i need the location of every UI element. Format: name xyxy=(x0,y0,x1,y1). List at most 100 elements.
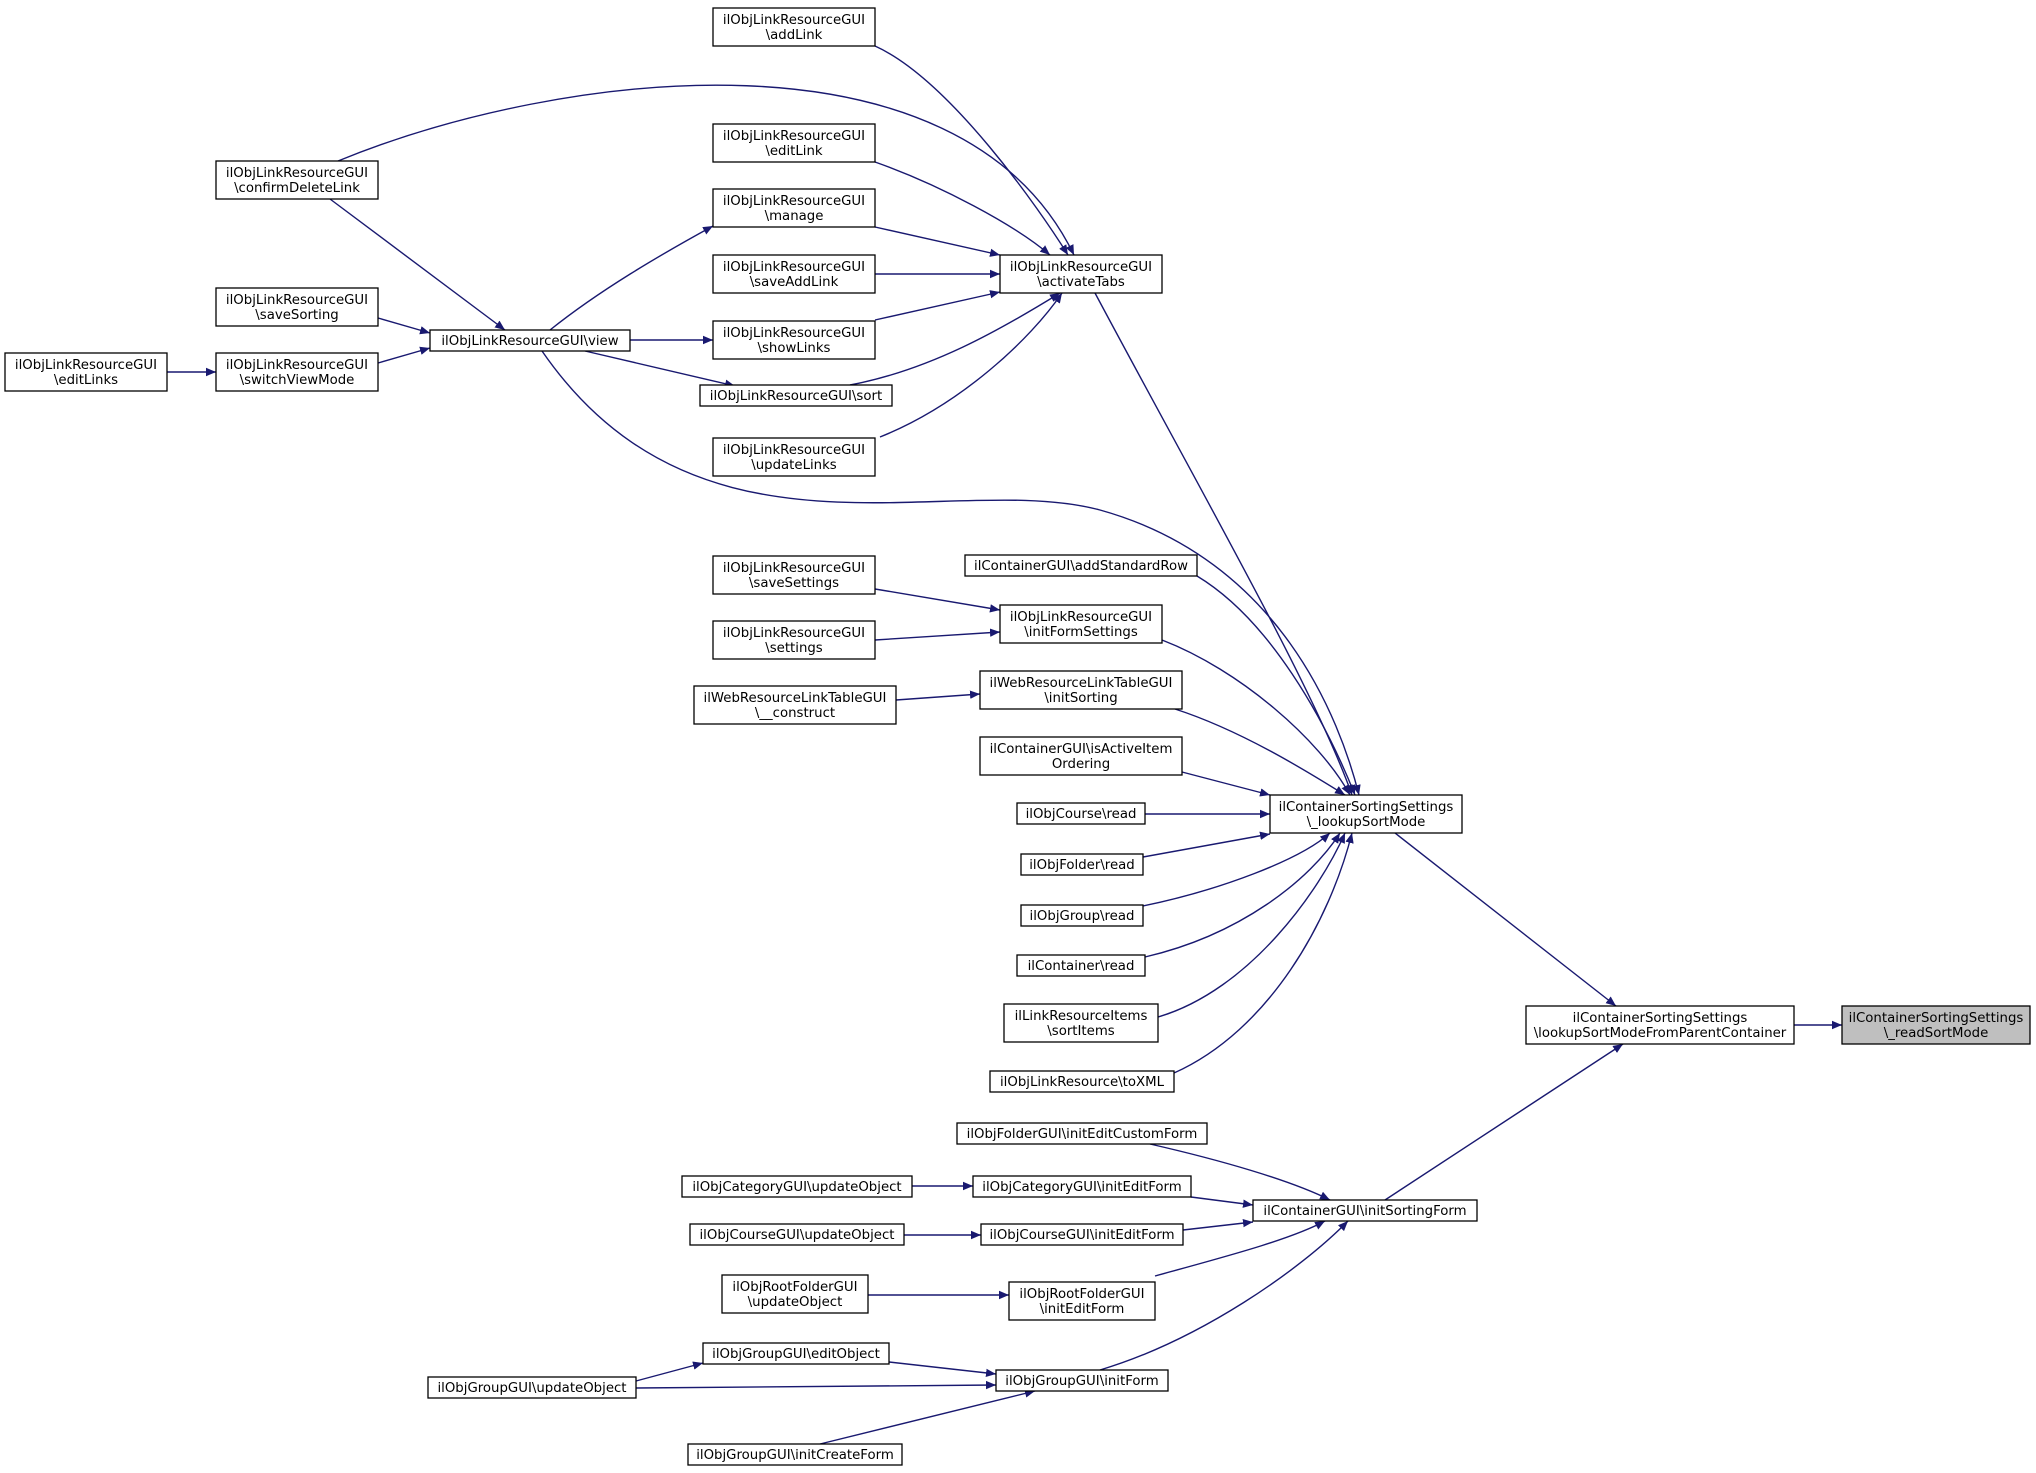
node-box xyxy=(979,736,1183,776)
node-label-line: \editLink xyxy=(765,144,823,159)
edge-groupRead-to-lookupSortMode xyxy=(1142,832,1331,907)
node-saveAddLink[interactable]: ilObjLinkResourceGUI\saveAddLink xyxy=(712,254,876,294)
node-groupUpdateObject[interactable]: ilObjGroupGUI\updateObject xyxy=(427,1376,637,1399)
edge-confirmDeleteLink-to-view xyxy=(329,198,506,331)
node-categoryUpdateObject[interactable]: ilObjCategoryGUI\updateObject xyxy=(681,1175,913,1198)
node-label-line: ilWebResourceLinkTableGUI xyxy=(704,691,887,706)
node-view[interactable]: ilObjLinkResourceGUI\view xyxy=(429,329,631,352)
node-box xyxy=(989,1070,1175,1093)
node-updateLinks[interactable]: ilObjLinkResourceGUI\updateLinks xyxy=(712,437,876,477)
edge-showLinks-to-activateTabs xyxy=(874,290,1001,321)
nodes: ilObjLinkResourceGUI\addLinkilObjLinkRes… xyxy=(4,7,2031,1466)
node-categoryInitEditForm[interactable]: ilObjCategoryGUI\initEditForm xyxy=(972,1175,1192,1198)
node-label-line: ilContainerGUI\addStandardRow xyxy=(974,559,1188,574)
edge-containerRead-to-lookupSortMode xyxy=(1144,832,1341,958)
node-editLink[interactable]: ilObjLinkResourceGUI\editLink xyxy=(712,123,876,163)
edge-addLink-to-activateTabs xyxy=(874,45,1069,256)
edge-addStandardRow-to-lookupSortMode xyxy=(1196,575,1356,796)
node-box xyxy=(956,1122,1208,1145)
node-courseRead[interactable]: ilObjCourse\read xyxy=(1016,802,1146,825)
node-manage[interactable]: ilObjLinkResourceGUI\manage xyxy=(712,188,876,228)
edge-toXML-to-lookupSortMode xyxy=(1173,832,1354,1074)
node-label-line: ilObjCourseGUI\updateObject xyxy=(699,1228,894,1243)
node-label-line: ilObjLinkResourceGUI xyxy=(723,326,865,341)
node-label-line: ilContainer\read xyxy=(1028,959,1135,974)
node-label-line: ilObjRootFolderGUI xyxy=(732,1280,857,1295)
node-switchViewMode[interactable]: ilObjLinkResourceGUI\switchViewMode xyxy=(215,352,379,392)
node-label-line: \initEditForm xyxy=(1040,1302,1125,1317)
node-box xyxy=(712,620,876,660)
node-box xyxy=(1269,794,1463,834)
node-label-line: \initFormSettings xyxy=(1024,625,1138,640)
node-box xyxy=(1008,1281,1156,1321)
node-label-line: \updateLinks xyxy=(751,458,837,473)
node-wrConstruct[interactable]: ilWebResourceLinkTableGUI\__construct xyxy=(693,685,897,725)
node-saveSettings[interactable]: ilObjLinkResourceGUI\saveSettings xyxy=(712,555,876,595)
node-activateTabs[interactable]: ilObjLinkResourceGUI\activateTabs xyxy=(999,254,1163,294)
node-settings[interactable]: ilObjLinkResourceGUI\settings xyxy=(712,620,876,660)
node-sort[interactable]: ilObjLinkResourceGUI\sort xyxy=(699,384,893,407)
node-label-line: ilObjLinkResource\toXML xyxy=(1000,1075,1165,1090)
node-groupInitForm[interactable]: ilObjGroupGUI\initForm xyxy=(995,1369,1169,1392)
edge-rootInitEditForm-to-initSortingForm xyxy=(1154,1220,1326,1277)
edge-categoryInitEditForm-to-initSortingForm xyxy=(1190,1196,1254,1208)
node-box xyxy=(999,254,1163,294)
node-folderRead[interactable]: ilObjFolder\read xyxy=(1020,853,1144,876)
node-containerRead[interactable]: ilContainer\read xyxy=(1016,954,1146,977)
node-label-line: ilObjLinkResourceGUI xyxy=(723,443,865,458)
node-label-line: ilContainerGUI\initSortingForm xyxy=(1263,1204,1466,1219)
node-box xyxy=(427,1376,637,1399)
node-label-line: ilContainerGUI\isActiveItem xyxy=(990,742,1173,757)
node-confirmDeleteLink[interactable]: ilObjLinkResourceGUI\confirmDeleteLink xyxy=(215,160,379,200)
edge-view-to-sort xyxy=(584,350,736,388)
node-label-line: ilContainerSortingSettings xyxy=(1279,800,1454,815)
node-label-line: ilObjLinkResourceGUI xyxy=(1010,260,1152,275)
node-label-line: ilObjLinkResourceGUI xyxy=(723,194,865,209)
node-initFormSettings[interactable]: ilObjLinkResourceGUI\initFormSettings xyxy=(999,604,1163,644)
node-addLink[interactable]: ilObjLinkResourceGUI\addLink xyxy=(712,7,876,47)
node-label-line: Ordering xyxy=(1052,757,1110,772)
node-addStandardRow[interactable]: ilContainerGUI\addStandardRow xyxy=(964,554,1198,577)
node-initSortingForm[interactable]: ilContainerGUI\initSortingForm xyxy=(1252,1199,1478,1222)
node-lookupFromParent[interactable]: ilContainerSortingSettings\lookupSortMod… xyxy=(1525,1005,1795,1045)
node-rootInitEditForm[interactable]: ilObjRootFolderGUI\initEditForm xyxy=(1008,1281,1156,1321)
node-label-line: ilObjCategoryGUI\initEditForm xyxy=(982,1180,1181,1195)
node-box xyxy=(712,437,876,477)
node-readSortMode[interactable]: ilContainerSortingSettings\_readSortMode xyxy=(1841,1005,2031,1045)
node-editLinks[interactable]: ilObjLinkResourceGUI\editLinks xyxy=(4,352,168,392)
node-lookupSortMode[interactable]: ilContainerSortingSettings\_lookupSortMo… xyxy=(1269,794,1463,834)
node-groupInitCreateForm[interactable]: ilObjGroupGUI\initCreateForm xyxy=(687,1443,903,1466)
edge-saveSorting-to-view xyxy=(377,317,431,335)
node-label-line: \initSorting xyxy=(1044,691,1117,706)
node-rootUpdateObject[interactable]: ilObjRootFolderGUI\updateObject xyxy=(721,1274,869,1314)
node-initSorting[interactable]: ilWebResourceLinkTableGUI\initSorting xyxy=(979,670,1183,710)
node-box xyxy=(999,604,1163,644)
node-label-line: \showLinks xyxy=(757,341,830,356)
node-box xyxy=(215,287,379,327)
node-box xyxy=(712,123,876,163)
node-label-line: \activateTabs xyxy=(1037,275,1125,290)
edge-lookupSortMode-to-lookupFromParent xyxy=(1394,832,1617,1007)
node-sortItems[interactable]: ilLinkResourceItems\sortItems xyxy=(1003,1003,1159,1043)
node-box xyxy=(1016,954,1146,977)
node-showLinks[interactable]: ilObjLinkResourceGUI\showLinks xyxy=(712,320,876,360)
node-label-line: ilObjLinkResourceGUI xyxy=(723,13,865,28)
node-folderInitEditCustomForm[interactable]: ilObjFolderGUI\initEditCustomForm xyxy=(956,1122,1208,1145)
node-courseUpdateObject[interactable]: ilObjCourseGUI\updateObject xyxy=(689,1223,905,1246)
node-groupRead[interactable]: ilObjGroup\read xyxy=(1020,904,1144,927)
node-box xyxy=(681,1175,913,1198)
node-toXML[interactable]: ilObjLinkResource\toXML xyxy=(989,1070,1175,1093)
node-box xyxy=(1841,1005,2031,1045)
node-groupEditObject[interactable]: ilObjGroupGUI\editObject xyxy=(702,1342,890,1365)
node-box xyxy=(980,1223,1184,1246)
node-saveSorting[interactable]: ilObjLinkResourceGUI\saveSorting xyxy=(215,287,379,327)
node-label-line: \switchViewMode xyxy=(240,373,355,388)
edge-activateTabs-to-lookupSortMode xyxy=(1094,292,1353,796)
node-box xyxy=(215,352,379,392)
node-courseInitEditForm[interactable]: ilObjCourseGUI\initEditForm xyxy=(980,1223,1184,1246)
node-box xyxy=(1020,904,1144,927)
node-box xyxy=(1020,853,1144,876)
node-box xyxy=(712,320,876,360)
node-label-line: ilObjFolderGUI\initEditCustomForm xyxy=(967,1127,1198,1142)
